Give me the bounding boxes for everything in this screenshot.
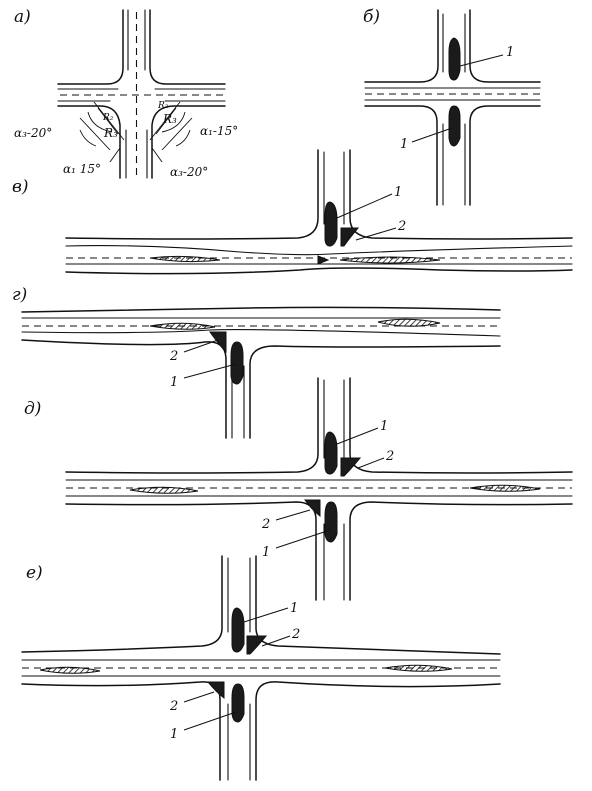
panel-g: г) 2 1 bbox=[12, 285, 501, 439]
panel-e-letter: е) bbox=[26, 563, 43, 583]
panel-e-callout-1: 1 bbox=[290, 601, 298, 616]
panel-d-letter: д) bbox=[24, 399, 41, 419]
panel-b: б) 1 1 bbox=[363, 7, 541, 206]
panel-d: д) 1 2 2 1 bbox=[24, 377, 573, 601]
panel-a: а) R₂ R₂ R₃ R₃ α₃-20° α₁ 15° bbox=[14, 7, 238, 180]
panel-e-callout-4: 1 bbox=[170, 727, 178, 742]
panel-a-letter: а) bbox=[14, 7, 31, 27]
panel-e: е) 1 2 2 1 bbox=[21, 555, 501, 781]
angle-right-a3: α₃-20° bbox=[170, 165, 208, 179]
radius-r2-right: R₂ bbox=[157, 101, 169, 111]
panel-d-callout-1: 1 bbox=[380, 419, 388, 434]
radius-r3-right: R₃ bbox=[162, 112, 177, 126]
panel-e-callout-2: 2 bbox=[291, 627, 300, 642]
panel-d-callout-3: 2 bbox=[261, 517, 270, 532]
panel-e-callout-3: 2 bbox=[169, 699, 178, 714]
angle-left-a3: α₃-20° bbox=[14, 126, 52, 140]
angle-left-a1: α₁ 15° bbox=[63, 162, 101, 176]
angle-right-a1: α₁-15° bbox=[200, 124, 238, 138]
panel-b-letter: б) bbox=[363, 7, 380, 27]
panel-g-callout-1: 1 bbox=[170, 375, 178, 390]
radius-r2-left: R₂ bbox=[102, 113, 114, 123]
panel-b-callout-2: 1 bbox=[400, 137, 408, 152]
panel-v-callout-2: 2 bbox=[397, 219, 406, 234]
panel-g-letter: г) bbox=[12, 285, 27, 305]
panel-v-letter: в) bbox=[12, 177, 29, 197]
panel-b-callout-1: 1 bbox=[506, 45, 514, 60]
panel-g-callout-2: 2 bbox=[169, 349, 178, 364]
panel-v: в) 1 2 bbox=[12, 149, 573, 275]
panel-d-callout-2: 2 bbox=[385, 449, 394, 464]
panel-d-callout-4: 1 bbox=[262, 545, 270, 560]
radius-r3-left: R₃ bbox=[103, 126, 118, 140]
panel-v-callout-1: 1 bbox=[394, 185, 402, 200]
